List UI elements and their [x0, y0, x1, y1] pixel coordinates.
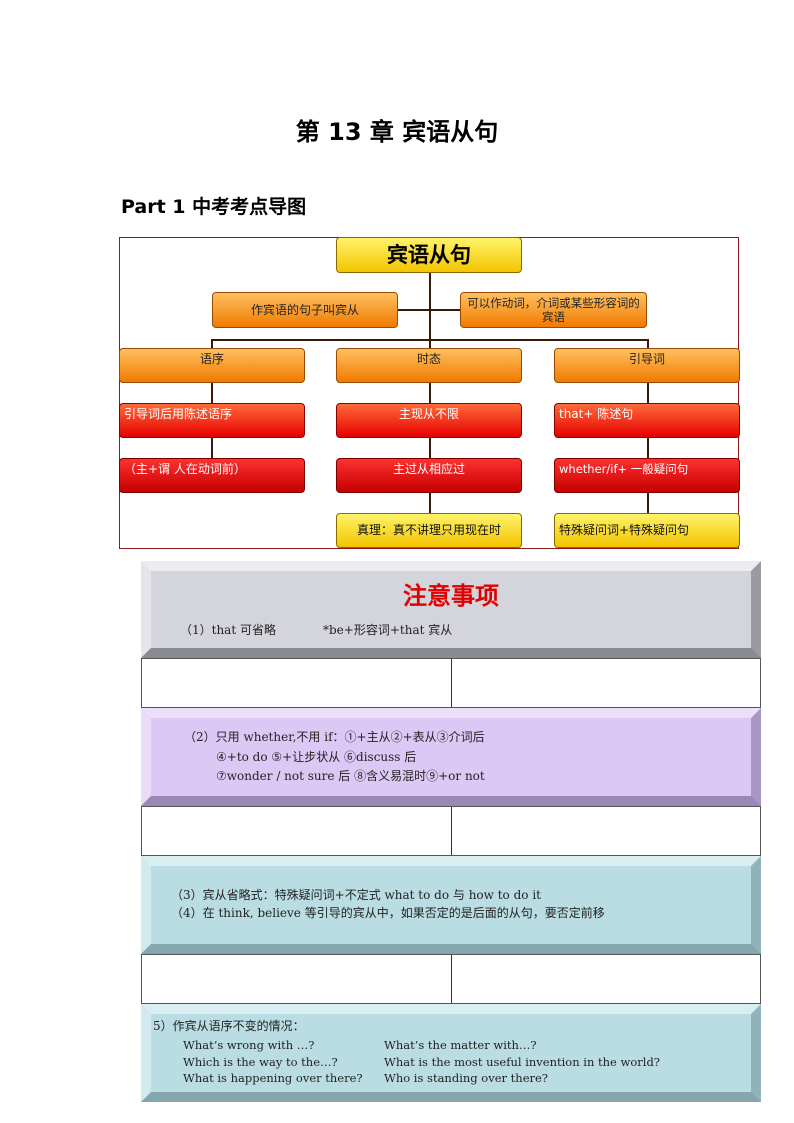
example-sentence: What’s wrong with …? [183, 1038, 315, 1052]
connector-line [647, 493, 649, 513]
blank-row [141, 954, 761, 1004]
part-heading: Part 1 中考考点导图 [121, 196, 307, 218]
mindmap-definition: 作宾语的句子叫宾从 [212, 292, 398, 328]
note-3-text: （3）宾从省略式：特殊疑问词+不定式 what to do 与 how to d… [171, 888, 541, 902]
connector-line [211, 339, 648, 341]
note-2-line: （2）只用 whether,不用 if：①+主从②+表从③介词后 [184, 730, 485, 744]
word-order-item: 引导词后用陈述语序 [119, 403, 305, 438]
connector-line [647, 339, 649, 351]
notice-panel-1 [141, 561, 761, 658]
mindmap-usage: 可以作动词，介词或某些形容词的宾语 [460, 292, 647, 328]
notice-title: 注意事项 [403, 582, 499, 610]
page-title: 第 13 章 宾语从句 [295, 118, 499, 146]
connector-line [647, 438, 649, 458]
note-5-title: 5）作宾从语序不变的情况： [153, 1019, 305, 1033]
tense-item: 主过从相应过 [336, 458, 522, 493]
note-2-line: ⑦wonder / not sure 后 ⑧含义易混时⑨+or not [216, 769, 485, 783]
note-1-text: （1）that 可省略 [180, 623, 276, 637]
connector-line [211, 383, 213, 403]
example-sentence: What is happening over there? [183, 1071, 363, 1085]
tense-item: 主现从不限 [336, 403, 522, 438]
connector-line [647, 383, 649, 403]
example-sentence: Who is standing over there? [384, 1071, 548, 1085]
notice-panel-2 [141, 708, 761, 806]
connective-item: 特殊疑问词+特殊疑问句 [554, 513, 740, 548]
connector-line [211, 339, 213, 351]
notice-panel-3 [141, 856, 761, 954]
connective-item: whether/if+ 一般疑问句 [554, 458, 740, 493]
branch-connective: 引导词 [554, 348, 740, 383]
tense-item: 真理：真不讲理只用现在时 [336, 513, 522, 548]
connector-line [398, 309, 460, 311]
note-2-line: ④+to do ⑤+让步状从 ⑥discuss 后 [216, 750, 417, 764]
connector-line [429, 438, 431, 458]
blank-row [141, 806, 761, 856]
connector-line [429, 273, 431, 351]
example-sentence: What’s the matter with…? [384, 1038, 537, 1052]
blank-row [141, 658, 761, 708]
branch-tense: 时态 [336, 348, 522, 383]
example-sentence: Which is the way to the…? [183, 1055, 338, 1069]
connector-line [429, 493, 431, 513]
connector-line [429, 383, 431, 403]
notice-panel-4 [141, 1004, 761, 1102]
note-1-extra: *be+形容词+that 宾从 [323, 623, 453, 637]
connective-item: that+ 陈述句 [554, 403, 740, 438]
connector-line [211, 438, 213, 458]
word-order-item: （主+谓 人在动词前） [119, 458, 305, 493]
example-sentence: What is the most useful invention in the… [384, 1055, 660, 1069]
mindmap-root: 宾语从句 [336, 237, 522, 273]
branch-word-order: 语序 [119, 348, 305, 383]
note-4-text: （4）在 think, believe 等引导的宾从中，如果否定的是后面的从句，… [171, 906, 605, 920]
